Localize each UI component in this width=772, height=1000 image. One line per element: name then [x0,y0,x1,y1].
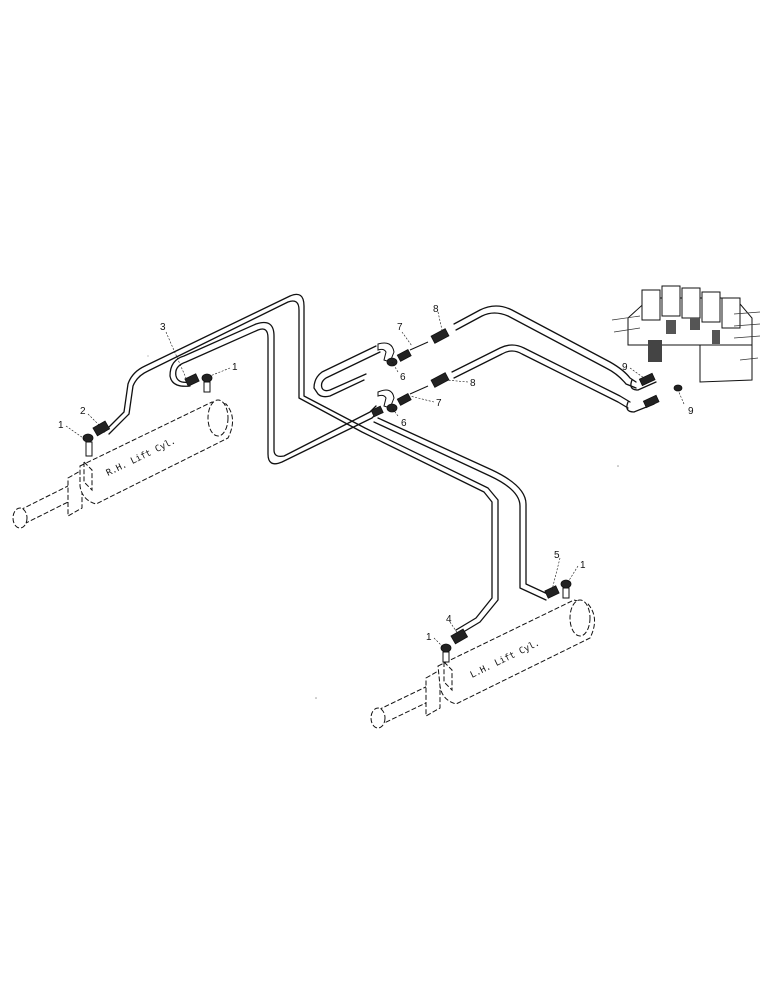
callout-3: 3 [160,322,166,333]
callout-1-rh-rod: 1 [58,420,64,431]
fitting-9-upper [638,372,656,387]
fitting-elbow-1-lh-base [560,579,572,599]
fitting-tee-6-lower [370,389,398,418]
callout-4: 4 [446,614,452,625]
fitting-tee-6-upper [377,342,398,367]
fitting-elbow-1-lh-rod [440,643,452,663]
fitting-3-rh [184,373,200,387]
fitting-8-lower [430,372,450,388]
fitting-adapter-7-upper [396,341,429,362]
callout-9-upper: 9 [622,362,628,373]
callout-8-upper: 8 [433,304,439,315]
callout-7-lower: 7 [436,398,442,409]
fitting-adapter-7-lower [396,385,429,406]
control-valve [611,285,761,383]
callout-8-lower: 8 [470,378,476,389]
hose-valve-lower [451,344,657,413]
fitting-elbow-1-rh-base [201,373,213,393]
hose-rh-cylinder-base [169,321,381,465]
callout-5: 5 [554,550,560,561]
fitting-elbow-1-rh-rod [82,433,94,457]
fitting-9-lower [642,384,683,409]
hose-lh-cylinder-base [313,345,553,601]
rh-lift-cylinder: R.H. Lift Cyl. [12,399,233,529]
callout-7-upper: 7 [397,322,403,333]
hose-rh-cylinder-rod [103,293,499,635]
hose-valve-upper [453,305,637,389]
fitting-2-rh [92,420,111,437]
fitting-4-lh [450,628,469,645]
callout-9-lower: 9 [688,406,694,417]
scan-specks [147,355,619,699]
callout-1-lh-rod: 1 [426,632,432,643]
callout-2: 2 [80,406,86,417]
callout-labels: 1 2 3 1 7 8 6 6 7 8 9 9 4 1 5 1 [58,304,694,643]
callout-6-lower: 6 [401,418,407,429]
callout-1-lh-base: 1 [580,560,586,571]
fitting-5-lh [544,585,560,599]
lh-lift-cylinder: L.H. Lift Cyl. [370,599,595,729]
callout-1-rh-base: 1 [232,362,238,373]
fitting-8-upper [430,328,450,344]
callout-6-upper: 6 [400,372,406,383]
leader-lines [65,311,685,649]
